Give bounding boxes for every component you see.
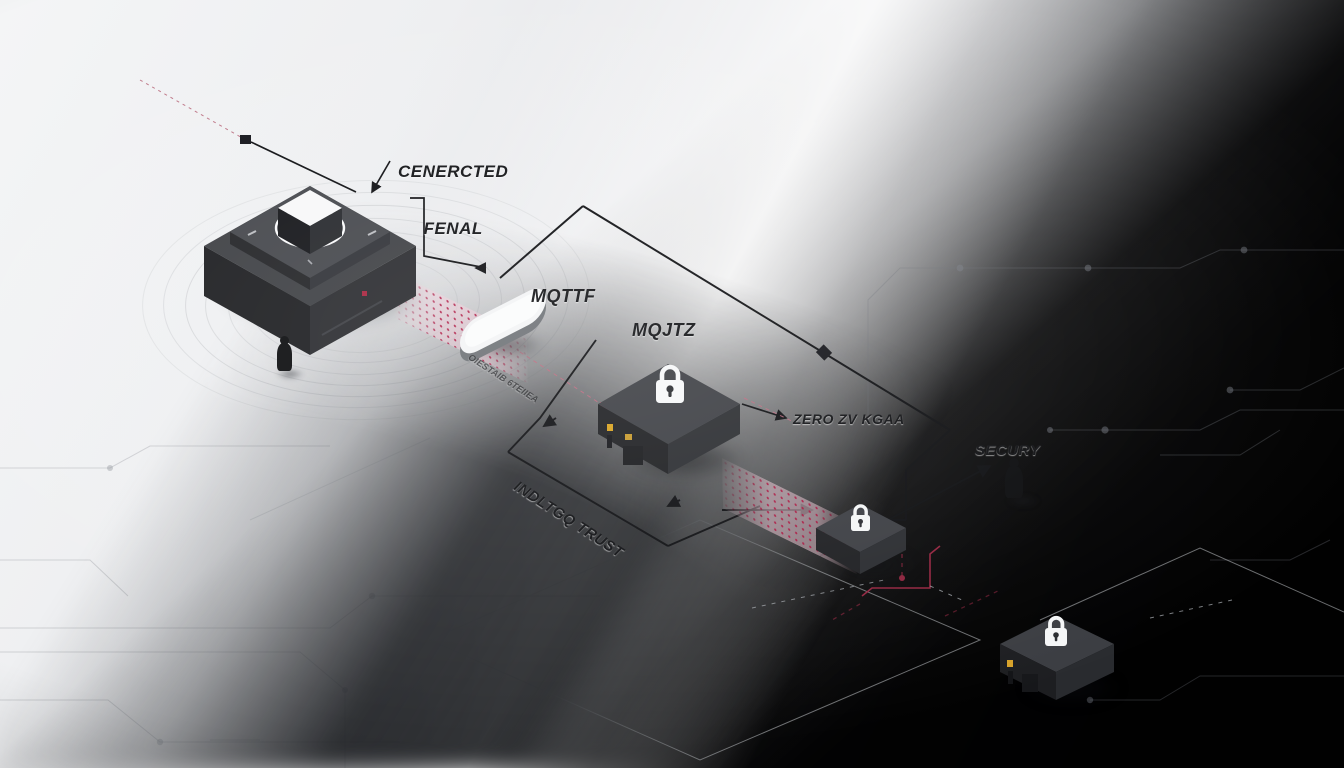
mqtt-broker-pill-geometry [460, 288, 546, 362]
label-mqtt-primary: MQTTF [531, 286, 595, 307]
node-endpoint-device[interactable] [994, 598, 1136, 710]
node-mqtt-broker-pill[interactable] [452, 288, 556, 362]
leader-line-generated-final [371, 160, 391, 194]
leader-line-top-left [139, 79, 357, 193]
label-generated-final: CENERCTED FENAL [398, 124, 508, 276]
link-zero-trust-out [741, 403, 788, 421]
lock-icon [851, 504, 870, 531]
link-broker-to-right-ridge [499, 205, 951, 431]
edge-gateway-platform-geometry [204, 186, 416, 355]
label-mqtt-secondary: MQJTZ [632, 320, 696, 341]
trace-grey-lower [751, 579, 1233, 619]
lock-icon [1045, 615, 1067, 646]
trace-pink-gateway-right [743, 397, 803, 427]
node-edge-gateway-platform[interactable] [186, 150, 452, 355]
label-generated-final-line1: CENERCTED [398, 162, 508, 181]
node-trust-anchor[interactable] [810, 490, 928, 584]
link-platform-to-broker [410, 197, 487, 274]
label-zero-trust: ZERO ZV KGAA [793, 411, 905, 427]
actor-operator-right [996, 458, 1046, 512]
lock-icon [656, 364, 684, 403]
label-generated-final-line2: FENAL [398, 219, 508, 238]
secure-gateway-geometry [598, 364, 740, 474]
node-secure-gateway[interactable] [590, 346, 764, 486]
actor-operator-left [268, 336, 310, 384]
label-security: SECURY [975, 442, 1040, 459]
